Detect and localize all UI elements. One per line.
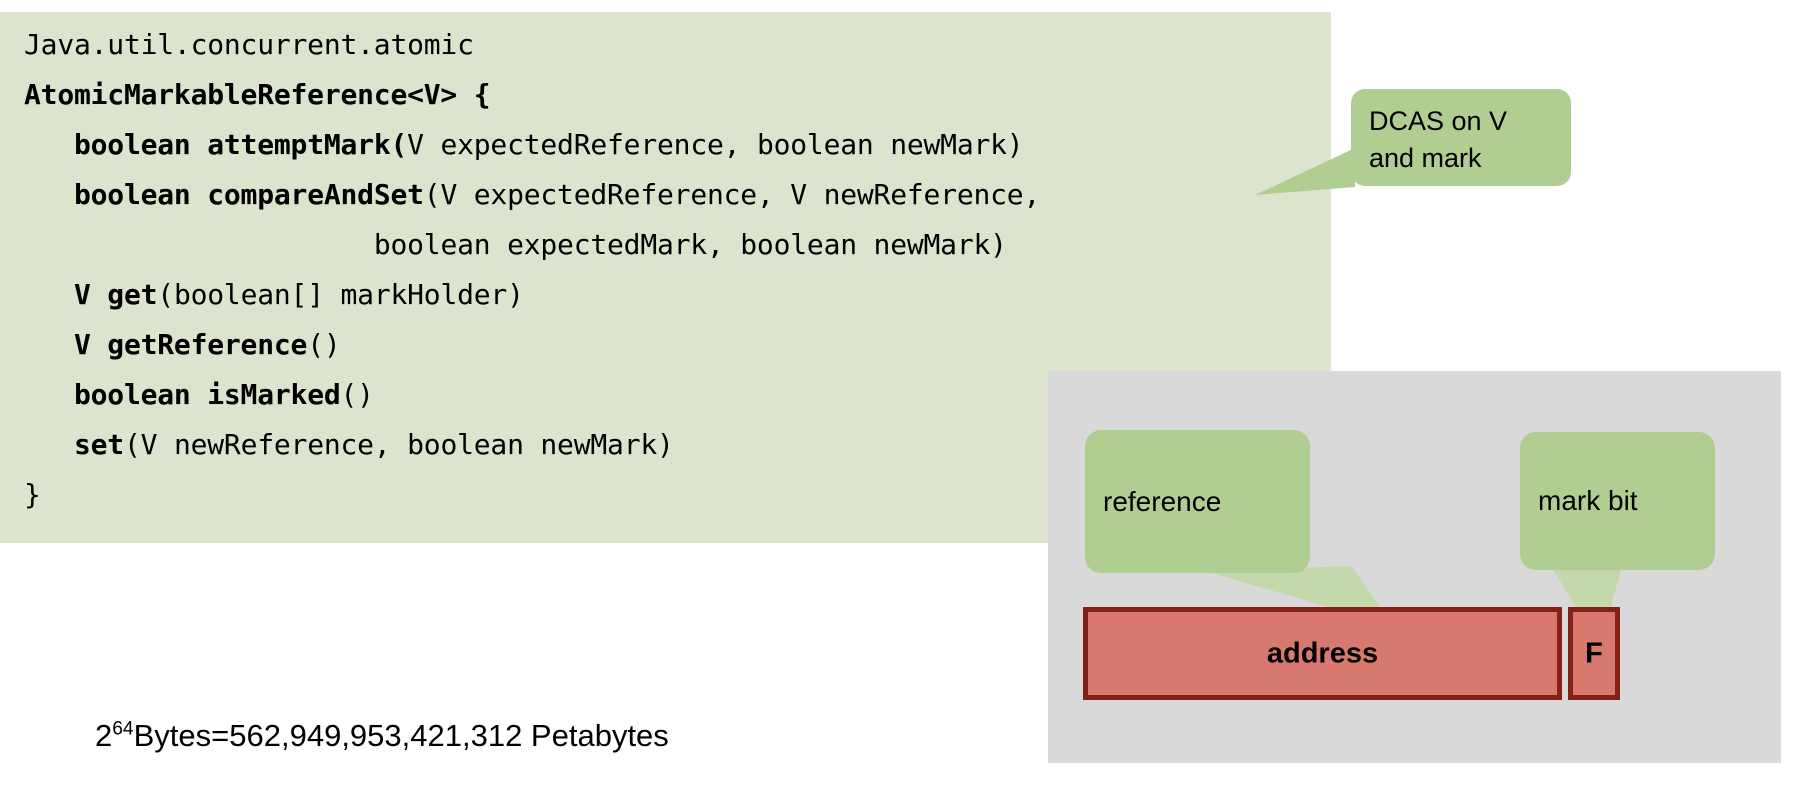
code-line: V get(boolean[] markHolder): [24, 270, 1040, 320]
code-segment: boolean attemptMark(: [73, 128, 408, 161]
dcas-callout: DCAS on V and mark: [1351, 89, 1571, 186]
code-segment: (V newReference, boolean newMark): [123, 428, 674, 461]
address-cell-label: address: [1266, 637, 1379, 669]
mark-bit-cell-label: F: [1585, 637, 1603, 669]
reference-callout: reference: [1085, 430, 1310, 573]
code-line: boolean expectedMark, boolean newMark): [24, 220, 1040, 270]
address-cell: address: [1083, 607, 1562, 700]
mark-bit-cell: F: [1568, 607, 1620, 700]
code-segment: boolean compareAndSet: [73, 178, 424, 211]
reference-callout-label: reference: [1103, 485, 1222, 517]
code-segment: (boolean[] markHolder): [157, 278, 524, 311]
code-segment: boolean expectedMark, boolean newMark): [373, 228, 1007, 261]
code-segment: }: [24, 478, 41, 511]
dcas-callout-line2: and mark: [1369, 143, 1482, 173]
code-segment: V getReference: [73, 328, 308, 361]
code-segment: V expectedReference, boolean newMark): [407, 128, 1024, 161]
code-line: Java.util.concurrent.atomic: [24, 20, 1040, 70]
code-segment: set: [73, 428, 124, 461]
dcas-callout-label: DCAS on V and mark: [1369, 103, 1559, 177]
memory-word-diagram: reference mark bit address F: [1048, 371, 1781, 763]
footnote: 264Bytes=562,949,953,421,312 Petabytes: [95, 718, 669, 754]
dcas-callout-tail: [1255, 148, 1355, 195]
code-segment: V get: [73, 278, 158, 311]
code-line: boolean attemptMark(V expectedReference,…: [24, 120, 1040, 170]
code-line: boolean isMarked(): [24, 370, 1040, 420]
mark-bit-callout-label: mark bit: [1538, 485, 1638, 516]
code-line: AtomicMarkableReference<V> {: [24, 70, 1040, 120]
code-segment: AtomicMarkableReference<V> {: [24, 78, 491, 111]
footnote-exponent: 64: [112, 718, 134, 740]
mark-bit-callout: mark bit: [1520, 432, 1715, 570]
code-segment: (): [340, 378, 375, 411]
code-segment: Java.util.concurrent.atomic: [24, 28, 474, 61]
code-segment: (V expectedReference, V newReference,: [423, 178, 1041, 211]
code-segment: boolean isMarked: [73, 378, 341, 411]
footnote-base: 2: [95, 718, 113, 753]
code-line: set(V newReference, boolean newMark): [24, 420, 1040, 470]
footnote-rest: Bytes=562,949,953,421,312 Petabytes: [133, 718, 669, 753]
dcas-callout-line1: DCAS on V: [1369, 106, 1508, 136]
code-line: }: [24, 470, 1040, 520]
code-segment: (): [307, 328, 341, 361]
code-line: boolean compareAndSet(V expectedReferenc…: [24, 170, 1040, 220]
code-line: V getReference(): [24, 320, 1040, 370]
